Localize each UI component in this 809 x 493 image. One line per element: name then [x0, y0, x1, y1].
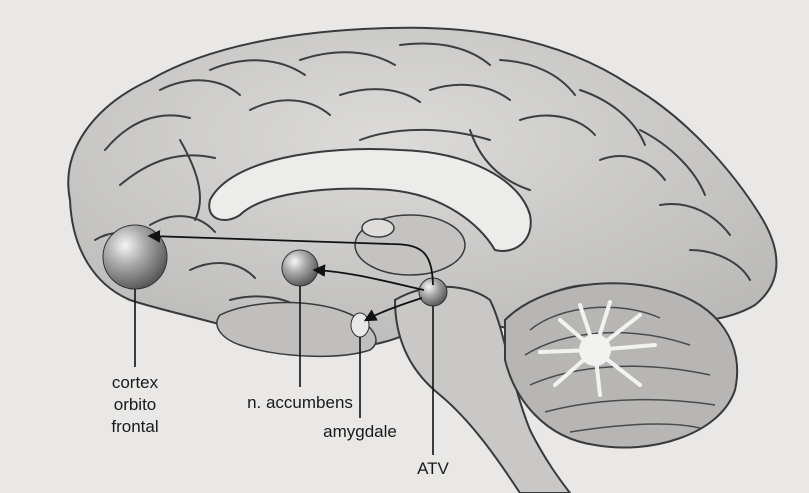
label-atv: ATV [403, 458, 463, 480]
cortex-orbito-frontal-node [103, 225, 167, 289]
n-accumbens-node [282, 250, 318, 286]
label-cortex-orbito-frontal: cortex orbito frontal [105, 372, 165, 438]
label-n-accumbens: n. accumbens [230, 392, 370, 414]
amygdale-node [351, 313, 369, 337]
label-cortex-line-1: cortex [105, 372, 165, 394]
fornix-bulb [362, 219, 394, 237]
label-amygdale: amygdale [310, 421, 410, 443]
label-cortex-line-2: orbito [105, 394, 165, 416]
label-cortex-line-3: frontal [105, 416, 165, 438]
